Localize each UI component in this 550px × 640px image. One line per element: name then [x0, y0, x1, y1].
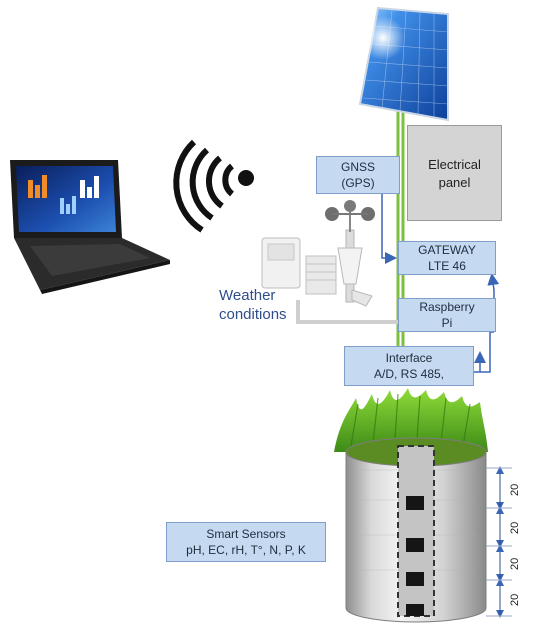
laptop-icon [10, 160, 170, 294]
interface-line1: Interface [385, 351, 433, 365]
raspberry-line2: Pi [441, 316, 453, 330]
electrical-panel-line1: Electrical [428, 157, 481, 172]
raspberry-pi-box: Raspberry Pi [398, 298, 496, 332]
smart-sensors-line1: Smart Sensors [206, 527, 286, 541]
electrical-panel: Electrical panel [407, 125, 502, 221]
smart-sensors-box: Smart Sensors pH, EC, rH, T°, N, P, K [166, 522, 326, 562]
solar-panel-icon [358, 6, 449, 122]
weather-station-icon [261, 200, 398, 324]
interface-box: Interface A/D, RS 485, [344, 346, 474, 386]
depth-label: 20 [509, 558, 521, 570]
gnss-box: GNSS (GPS) [316, 156, 400, 194]
gnss-line2: (GPS) [341, 176, 375, 190]
depth-label: 20 [509, 522, 521, 534]
gateway-line2: LTE 46 [428, 259, 466, 273]
depth-labels: 20 20 20 20 [509, 484, 521, 606]
gateway-box: GATEWAY LTE 46 [398, 241, 496, 275]
weather-conditions-label: Weather conditions [219, 286, 287, 324]
interface-line2: A/D, RS 485, [373, 367, 445, 381]
gnss-line1: GNSS [340, 160, 375, 174]
gateway-line1: GATEWAY [418, 243, 476, 257]
depth-dimensions [486, 466, 512, 618]
smart-sensors-line2: pH, EC, rH, T°, N, P, K [186, 543, 306, 557]
weather-line2: conditions [219, 306, 287, 323]
sensor-probe-icon [397, 445, 435, 617]
connection-arrows [381, 194, 500, 373]
weather-line1: Weather [219, 287, 276, 304]
depth-label: 20 [509, 594, 521, 606]
raspberry-line1: Raspberry [419, 300, 475, 314]
wifi-icon [173, 139, 254, 233]
electrical-panel-line2: panel [438, 175, 471, 190]
depth-label: 20 [509, 484, 521, 496]
